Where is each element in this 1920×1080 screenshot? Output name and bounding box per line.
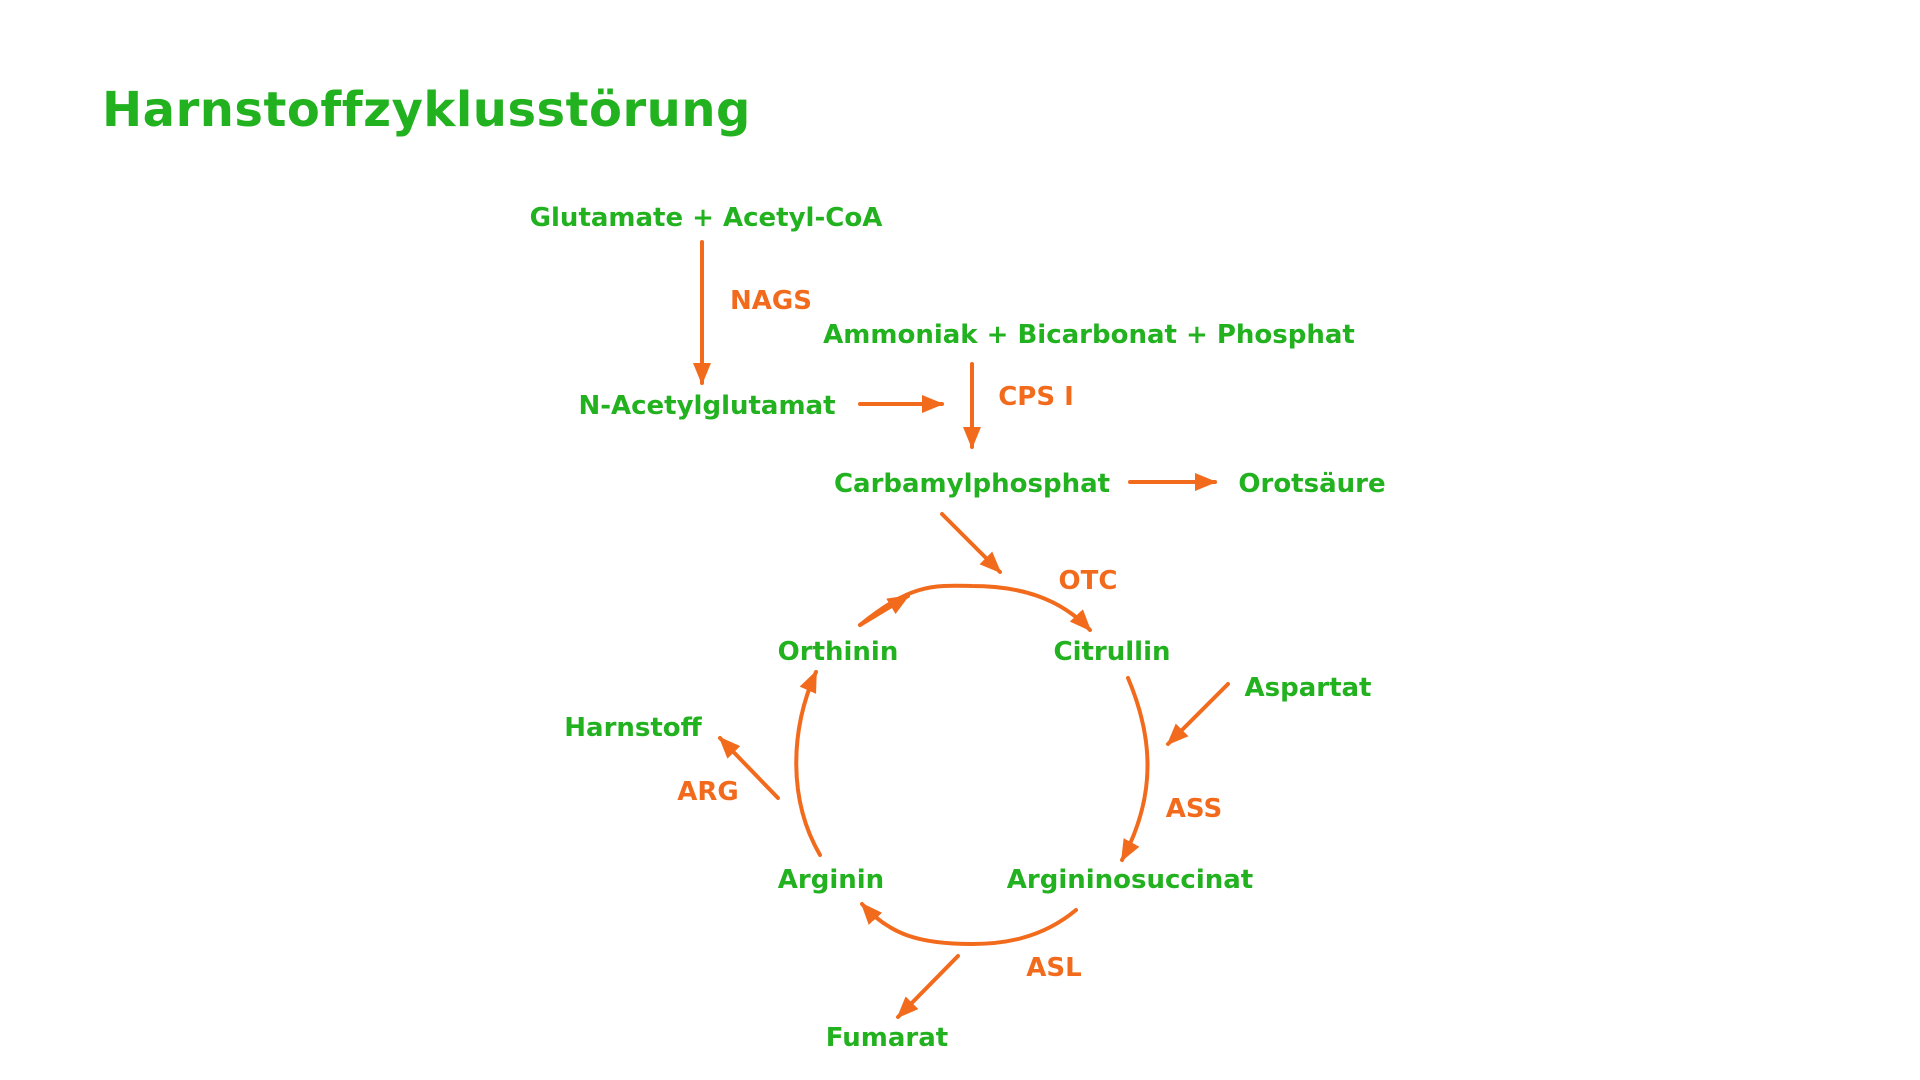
metabolite-aspartat: Aspartat xyxy=(1244,673,1372,703)
enzyme-asl: ASL xyxy=(1026,953,1082,983)
enzyme-ass: ASS xyxy=(1165,794,1223,824)
arrow-harnstoff xyxy=(718,736,780,800)
arrow-to-otc xyxy=(940,512,1002,574)
arc-ass xyxy=(1120,676,1150,862)
metabolite-n-acetylglutamat: N-Acetylglutamat xyxy=(578,391,836,421)
metabolite-citrullin: Citrullin xyxy=(1053,637,1171,667)
metabolite-glutamate-acetylcoa: Glutamate + Acetyl-CoA xyxy=(529,203,883,233)
metabolite-arginin: Arginin xyxy=(777,865,885,895)
enzyme-otc: OTC xyxy=(1058,566,1118,596)
metabolite-fumarat: Fumarat xyxy=(825,1023,949,1053)
enzyme-nags: NAGS xyxy=(730,286,812,316)
metabolite-ammoniak-bicarbonat-phosphat: Ammoniak + Bicarbonat + Phosphat xyxy=(823,320,1355,350)
arc-otc-mid-arrow xyxy=(858,594,910,627)
metabolite-orotsaeure: Orotsäure xyxy=(1238,469,1386,499)
arc-otc xyxy=(858,583,1092,632)
arrow-aspartat xyxy=(1166,682,1230,746)
enzyme-cps1: CPS I xyxy=(998,382,1074,412)
metabolite-orthinin: Orthinin xyxy=(777,637,899,667)
arc-asl xyxy=(860,902,1078,947)
metabolite-harnstoff: Harnstoff xyxy=(564,713,702,743)
arc-left xyxy=(794,670,822,857)
enzyme-arg: ARG xyxy=(677,777,739,807)
metabolite-carbamylphosphat: Carbamylphosphat xyxy=(833,469,1111,499)
metabolite-argininosuccinat: Argininosuccinat xyxy=(1006,865,1254,895)
page-title: Harnstoffzyklusstörung xyxy=(102,82,751,138)
arrow-fumarat xyxy=(896,954,960,1019)
